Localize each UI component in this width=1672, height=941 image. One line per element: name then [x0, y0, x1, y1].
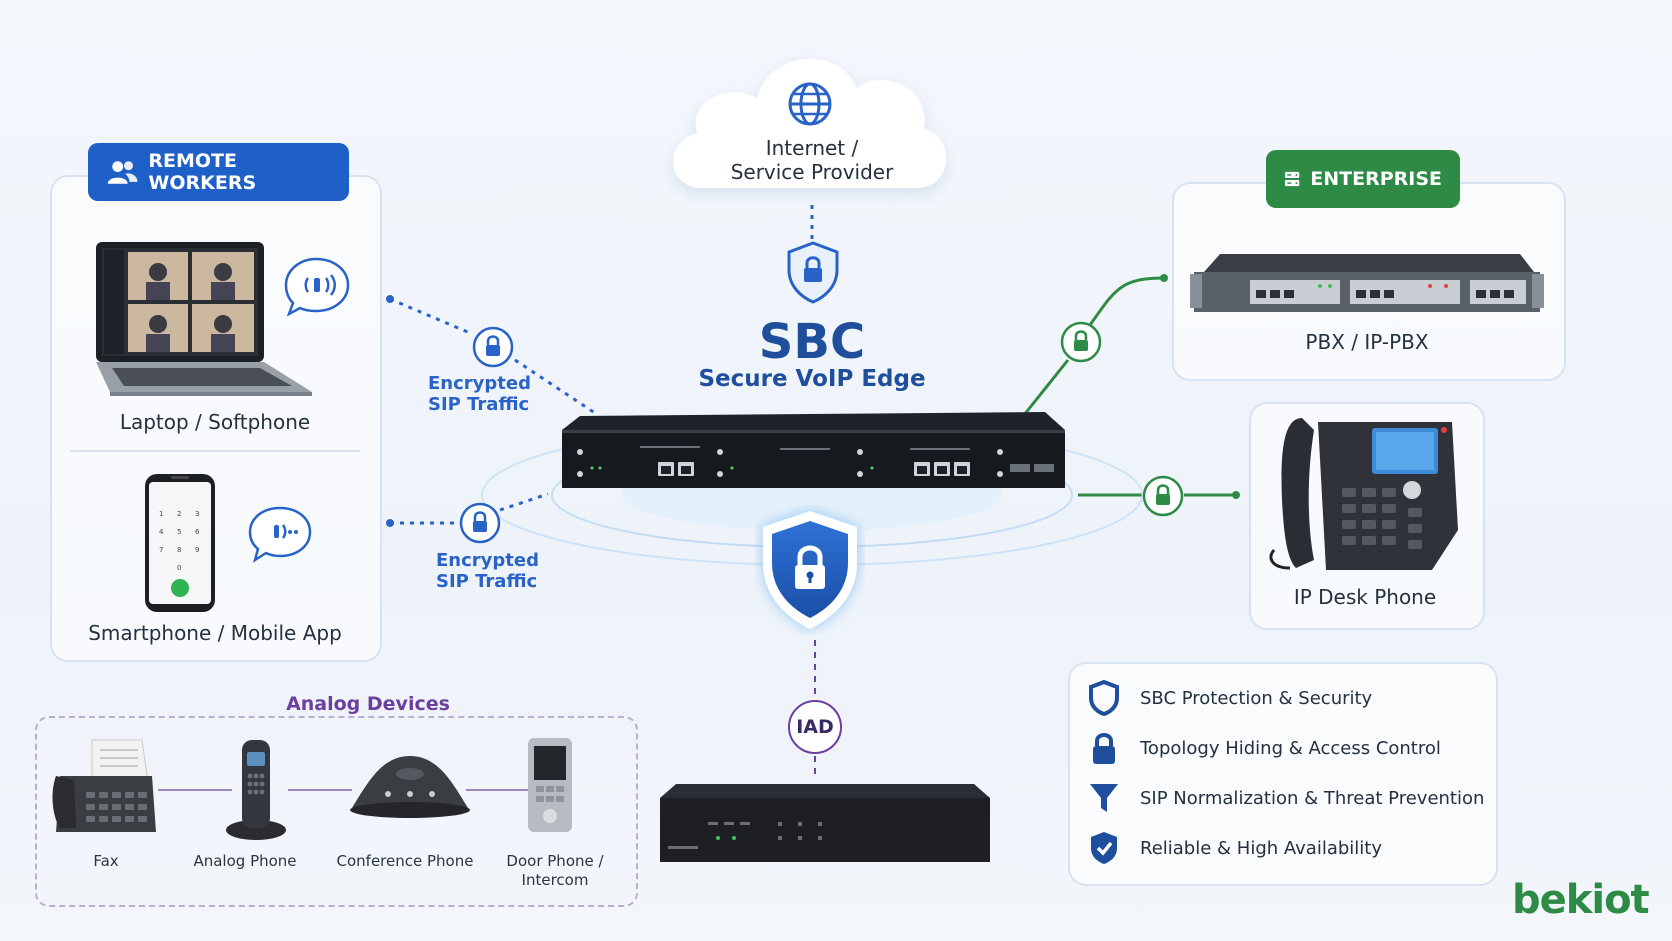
laptop-label: Laptop / Softphone: [119, 410, 311, 434]
svg-text:1: 1: [159, 510, 163, 518]
door-phone-image: [528, 738, 572, 832]
bekiot-logo: bekiot: [1512, 877, 1650, 923]
encrypted-label-1: Encrypted SIP Traffic: [428, 373, 531, 415]
shield-icon: [1089, 680, 1119, 716]
encrypted-line-1: Encrypted: [436, 550, 539, 571]
door-phone-label: Door Phone / Intercom: [490, 852, 620, 890]
encrypted-line-1: Encrypted: [428, 373, 531, 394]
sbc-title: SBC: [758, 314, 866, 370]
lock-icon: [1093, 733, 1115, 764]
lock-icon: [1060, 321, 1102, 363]
door-phone-label-line-2: Intercom: [521, 871, 589, 889]
feature-row: SBC Protection & Security: [1088, 680, 1372, 716]
lock-icon: [472, 326, 514, 368]
voice-bubble-icon: [248, 506, 312, 563]
feature-row: Topology Hiding & Access Control: [1088, 730, 1441, 766]
users-icon: [107, 161, 138, 184]
analog-phone-image: [226, 740, 286, 840]
pbx-device: [1190, 254, 1544, 312]
feature-row: SIP Normalization & Threat Prevention: [1088, 780, 1484, 816]
enterprise-badge: ENTERPRISE: [1266, 150, 1460, 208]
door-phone-label-line-1: Door Phone /: [506, 852, 604, 870]
svg-text:5: 5: [177, 528, 181, 536]
conference-phone-image: [350, 756, 470, 818]
filter-icon: [1090, 784, 1118, 812]
iad-badge: IAD: [788, 700, 842, 754]
features-panel: [1068, 662, 1498, 886]
smartphone-label: Smartphone / Mobile App: [88, 621, 342, 645]
desk-phone-label: IP Desk Phone: [1293, 585, 1437, 609]
pbx-label: PBX / IP-PBX: [1305, 330, 1429, 354]
feature-text: SIP Normalization & Threat Prevention: [1140, 787, 1485, 809]
smartphone-image: 1 2 3 4 5 6 7 8 9 0: [145, 474, 215, 612]
svg-text:2: 2: [177, 510, 181, 518]
remote-workers-badge: REMOTE WORKERS: [88, 143, 349, 201]
encrypted-label-2: Encrypted SIP Traffic: [436, 550, 539, 592]
feature-text: Topology Hiding & Access Control: [1140, 737, 1441, 759]
voice-bubble-icon: [284, 257, 350, 317]
remote-workers-label: REMOTE WORKERS: [148, 150, 257, 194]
ip-desk-phone-image: [1269, 418, 1458, 570]
laptop-image: [96, 242, 312, 396]
iad-device: [660, 784, 990, 862]
cloud-label: Internet / Service Provider: [712, 136, 912, 184]
shield-check-icon: [1091, 832, 1117, 864]
lock-icon: [1142, 475, 1184, 517]
sbc-device: [562, 412, 1065, 488]
analog-devices-title: Analog Devices: [286, 693, 450, 715]
svg-text:6: 6: [195, 528, 200, 536]
svg-text:7: 7: [159, 546, 163, 554]
cloud-line-2: Service Provider: [730, 160, 894, 184]
cloud-line-1: Internet /: [765, 136, 859, 160]
svg-text:8: 8: [177, 546, 181, 554]
feature-row: Reliable & High Availability: [1088, 830, 1382, 866]
fax-image: [52, 739, 156, 832]
svg-text:3: 3: [195, 510, 199, 518]
security-shield-icon: [763, 511, 857, 629]
panel-divider: [70, 450, 360, 452]
enterprise-label: ENTERPRISE: [1310, 168, 1442, 190]
analog-devices-panel: [35, 716, 638, 907]
sbc-subtitle: Secure VoIP Edge: [698, 366, 926, 392]
feature-text: Reliable & High Availability: [1140, 837, 1382, 859]
svg-text:9: 9: [195, 546, 199, 554]
fax-label: Fax: [93, 852, 119, 870]
svg-text:4: 4: [159, 528, 164, 536]
lock-icon: [459, 502, 501, 544]
feature-text: SBC Protection & Security: [1140, 687, 1373, 709]
encrypted-line-2: SIP Traffic: [436, 571, 538, 592]
analog-phone-label: Analog Phone: [193, 852, 297, 870]
conference-phone-label: Conference Phone: [336, 852, 474, 870]
encrypted-line-2: SIP Traffic: [428, 394, 530, 415]
server-icon: [1284, 171, 1300, 187]
svg-text:0: 0: [177, 564, 181, 572]
shield-lock-icon: [787, 241, 839, 304]
globe-icon: [788, 82, 832, 126]
